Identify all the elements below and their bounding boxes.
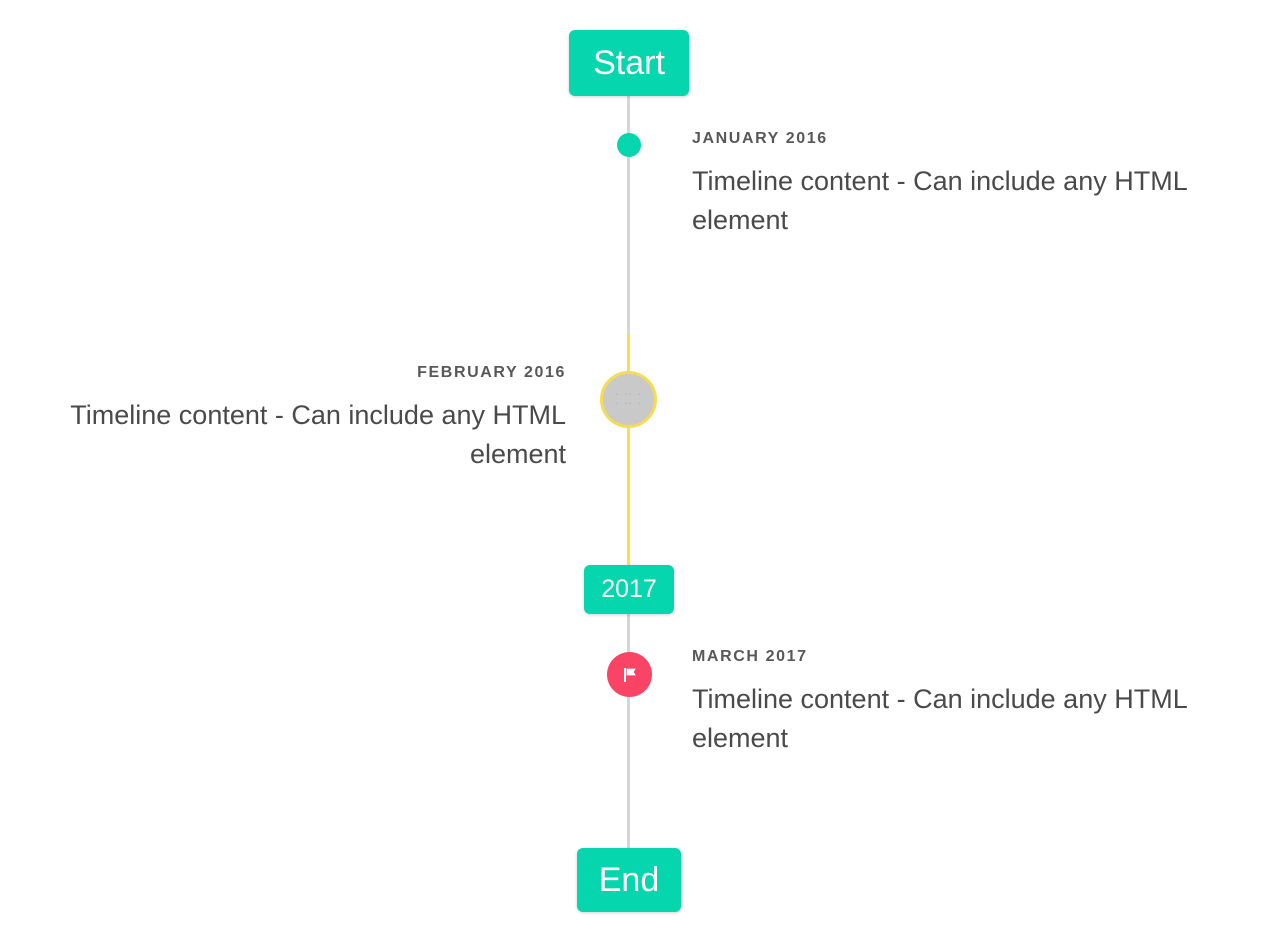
- timeline-rail-gray-upper: [627, 95, 630, 335]
- timeline-year-badge-2017[interactable]: 2017: [584, 565, 674, 614]
- timeline-entry-march-2017: MARCH 2017 Timeline content - Can includ…: [692, 648, 1232, 758]
- timeline-entry-february-2016: FEBRUARY 2016 Timeline content - Can inc…: [36, 364, 566, 474]
- dot-icon[interactable]: [617, 133, 641, 157]
- timeline-start-badge[interactable]: Start: [569, 30, 689, 96]
- timeline-year-label: 2017: [601, 575, 657, 603]
- timeline-entry-body: Timeline content - Can include any HTML …: [692, 684, 1187, 754]
- timeline-start-label: Start: [593, 43, 665, 82]
- timeline-entry-date: JANUARY 2016: [692, 130, 828, 147]
- marker-glyph: ⸬⸬: [615, 390, 642, 408]
- timeline-rail-yellow: [627, 334, 630, 565]
- timeline-end-badge[interactable]: End: [577, 848, 681, 912]
- timeline-entry-january-2016: JANUARY 2016 Timeline content - Can incl…: [692, 130, 1232, 240]
- timeline-entry-date: MARCH 2017: [692, 648, 808, 665]
- broken-glyph-icon[interactable]: ⸬⸬: [600, 371, 657, 428]
- timeline-entry-body: Timeline content - Can include any HTML …: [70, 400, 566, 470]
- timeline-entry-date: FEBRUARY 2016: [417, 364, 566, 381]
- timeline-entry-body: Timeline content - Can include any HTML …: [692, 166, 1187, 236]
- timeline-rail-gray-lower: [627, 612, 630, 852]
- timeline-end-label: End: [598, 860, 660, 899]
- flag-icon[interactable]: [607, 652, 652, 697]
